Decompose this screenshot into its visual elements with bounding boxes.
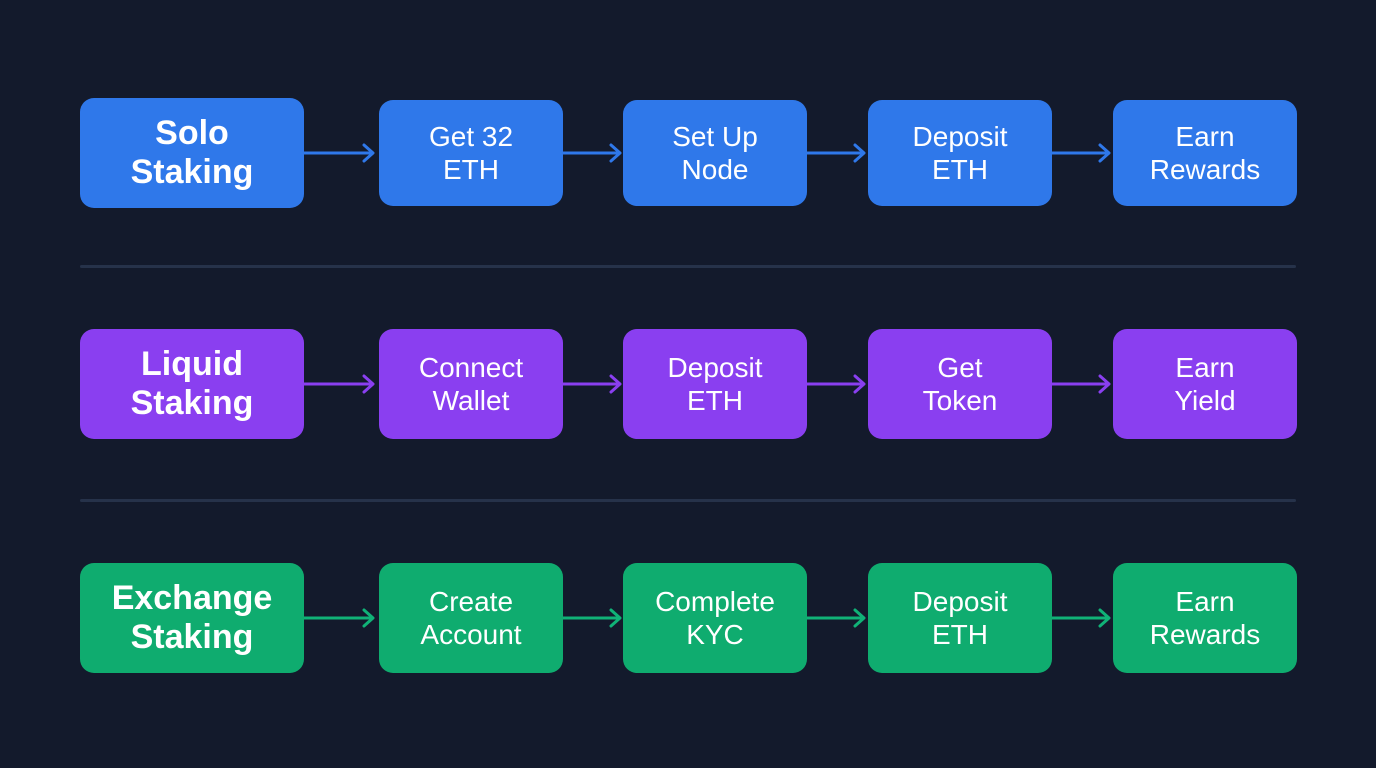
solo-staking-row: Solo Staking Get 32 ETH Set Up Node Depo… [0, 98, 1376, 208]
step-label-line1: Deposit [912, 121, 1008, 152]
liquid-step-deposit-eth: Deposit ETH [623, 329, 807, 439]
step-label-line2: Account [420, 619, 522, 650]
step-label-line2: Rewards [1149, 619, 1261, 650]
step-label-line2: Wallet [432, 385, 510, 416]
exchange-step-deposit-eth: Deposit ETH [868, 563, 1052, 673]
arrow-right-icon [807, 143, 866, 163]
solo-staking-title-line2: Staking [130, 153, 254, 191]
exchange-step-complete-kyc: Complete KYC [623, 563, 807, 673]
step-label-line2: KYC [686, 619, 744, 650]
step-label-line1: Set Up [672, 121, 758, 152]
exchange-staking-row: Exchange Staking Create Account Complete… [0, 563, 1376, 673]
arrow-right-icon [563, 143, 622, 163]
liquid-staking-title-line2: Staking [130, 384, 254, 422]
step-label-line2: Rewards [1149, 154, 1261, 185]
solo-staking-title-line1: Solo [155, 114, 229, 152]
step-label-line2: ETH [932, 619, 988, 650]
step-label-line1: Deposit [667, 352, 763, 383]
solo-step-get-32-eth: Get 32 ETH [379, 100, 563, 206]
step-label-line1: Deposit [912, 586, 1008, 617]
solo-step-set-up-node: Set Up Node [623, 100, 807, 206]
arrow-right-icon [807, 374, 866, 394]
arrow-right-icon [807, 608, 866, 628]
step-label-line1: Earn [1175, 121, 1235, 152]
liquid-step-get-token: Get Token [868, 329, 1052, 439]
liquid-step-earn-yield: Earn Yield [1113, 329, 1297, 439]
step-label-line1: Get [937, 352, 983, 383]
arrow-right-icon [1052, 374, 1111, 394]
arrow-right-icon [304, 374, 375, 394]
step-label-line2: Yield [1174, 385, 1236, 416]
solo-staking-title-box: Solo Staking [80, 98, 304, 208]
section-divider [80, 265, 1296, 268]
exchange-staking-title-line1: Exchange [111, 579, 273, 617]
solo-step-earn-rewards: Earn Rewards [1113, 100, 1297, 206]
step-label-line2: Node [681, 154, 749, 185]
liquid-staking-row: Liquid Staking Connect Wallet Deposit ET… [0, 329, 1376, 439]
solo-step-deposit-eth: Deposit ETH [868, 100, 1052, 206]
arrow-right-icon [1052, 608, 1111, 628]
exchange-step-create-account: Create Account [379, 563, 563, 673]
step-label-line1: Complete [655, 586, 775, 617]
step-label-line1: Connect [418, 352, 524, 383]
arrow-right-icon [304, 143, 375, 163]
exchange-staking-title-line2: Staking [130, 618, 254, 656]
step-label-line2: ETH [443, 154, 499, 185]
step-label-line2: ETH [687, 385, 743, 416]
step-label-line2: ETH [932, 154, 988, 185]
section-divider [80, 499, 1296, 502]
step-label-line1: Earn [1175, 352, 1235, 383]
exchange-step-earn-rewards: Earn Rewards [1113, 563, 1297, 673]
step-label-line2: Token [922, 385, 998, 416]
arrow-right-icon [1052, 143, 1111, 163]
step-label-line1: Earn [1175, 586, 1235, 617]
arrow-right-icon [304, 608, 375, 628]
step-label-line1: Get 32 [428, 121, 514, 152]
arrow-right-icon [563, 374, 622, 394]
liquid-staking-title-box: Liquid Staking [80, 329, 304, 439]
step-label-line1: Create [428, 586, 514, 617]
liquid-staking-title-line1: Liquid [141, 345, 243, 383]
liquid-step-connect-wallet: Connect Wallet [379, 329, 563, 439]
exchange-staking-title-box: Exchange Staking [80, 563, 304, 673]
arrow-right-icon [563, 608, 622, 628]
